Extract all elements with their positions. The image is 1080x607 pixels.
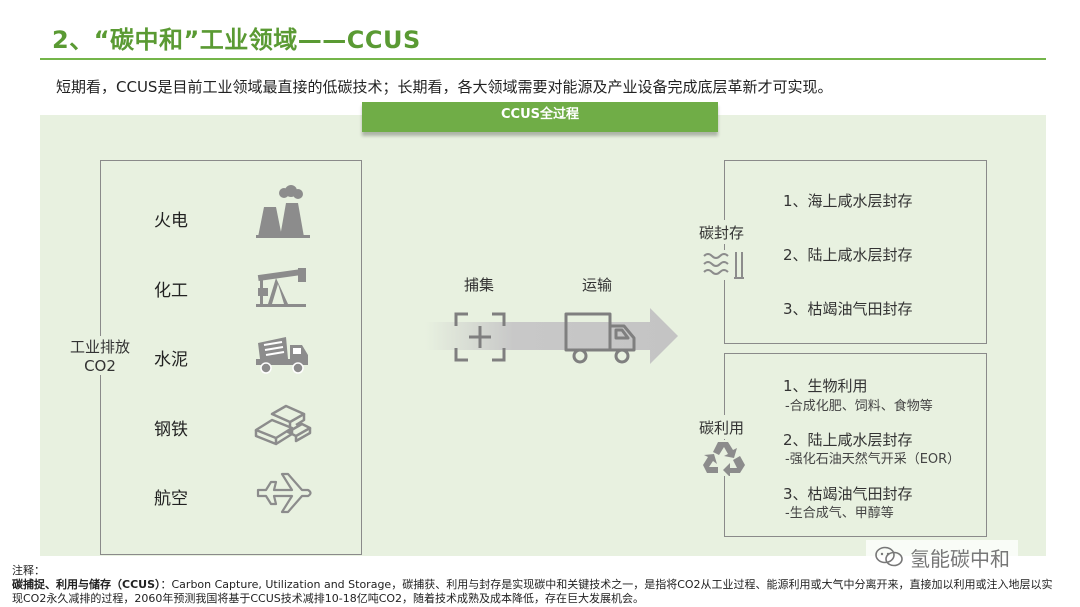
storage-item-3: 3、枯竭油气田封存 — [783, 300, 913, 318]
notes-line-2: 现CO2永久减排的过程，2060年预测我国将基于CCUS技术减排10-18亿吨C… — [12, 592, 645, 605]
source-label-cement: 水泥 — [154, 350, 188, 370]
source-label-chemical: 化工 — [154, 281, 188, 301]
storage-title-bg — [694, 220, 750, 244]
utilization-item-1-detail: -合成化肥、饲料、食物等 — [785, 399, 933, 414]
page-title: 2、“碳中和”工业领域——CCUS — [52, 26, 421, 54]
utilization-item-2-detail: -强化石油天然气开采（EOR） — [785, 452, 961, 467]
watermark-text: 氢能碳中和 — [910, 546, 1010, 571]
page-subtitle: 短期看，CCUS是目前工业领域最直接的低碳技术；长期看，各大领域需要对能源及产业… — [56, 78, 833, 96]
power-plant-icon — [256, 185, 310, 238]
storage-item-2: 2、陆上咸水层封存 — [783, 246, 913, 264]
emission-label-line2: CO2 — [84, 357, 116, 375]
notes-term: 碳捕捉、利用与储存（CCUS） — [12, 578, 161, 591]
utilization-item-3-title: 3、枯竭油气田封存 — [783, 485, 913, 503]
oil-pump-icon — [256, 268, 306, 307]
recycle-icon — [702, 440, 746, 476]
sources-box — [100, 160, 362, 555]
storage-item-1: 1、海上咸水层封存 — [783, 192, 913, 210]
truck-icon — [564, 312, 636, 364]
ccus-banner: CCUS全过程 — [362, 102, 718, 132]
utilization-item-1-title: 1、生物利用 — [783, 377, 868, 395]
flow-label-capture: 捕集 — [464, 276, 495, 294]
airplane-icon — [256, 472, 312, 514]
capture-icon — [454, 312, 506, 362]
steel-bars-icon — [254, 404, 312, 446]
title-divider — [40, 58, 1046, 60]
source-label-steel: 钢铁 — [154, 420, 188, 440]
flow-label-transport: 运输 — [582, 276, 613, 294]
cement-truck-icon — [256, 337, 308, 374]
source-label-aviation: 航空 — [154, 489, 188, 509]
utilization-title: 碳利用 — [699, 419, 745, 437]
storage-title: 碳封存 — [699, 224, 745, 242]
utilization-title-bg — [694, 415, 750, 439]
utilization-item-2-title: 2、陆上咸水层封存 — [783, 431, 913, 449]
wechat-icon — [875, 546, 903, 567]
water-storage-icon — [702, 250, 746, 280]
utilization-item-3-detail: -生合成气、甲醇等 — [785, 506, 894, 521]
watermark: 氢能碳中和 — [866, 540, 1018, 574]
emission-label-line1: 工业排放 — [69, 338, 130, 356]
notes-label: 注释： — [12, 564, 45, 577]
emission-label: 工业排放 CO2 — [60, 336, 140, 375]
source-label-power: 火电 — [154, 211, 188, 231]
notes-line-1: 碳捕捉、利用与储存（CCUS）：Carbon Capture, Utilizat… — [12, 576, 1053, 592]
notes-line-1-text: ：Carbon Capture, Utilization and Storage… — [160, 578, 1053, 591]
